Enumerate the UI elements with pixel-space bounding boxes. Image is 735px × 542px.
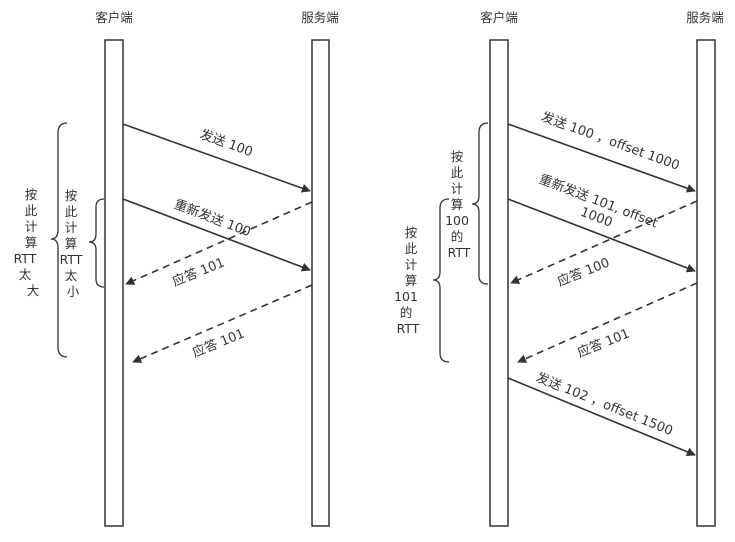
left-diagram: 客户端 服务端 发送 100 重新发送 100 应答 101 应答 101 按 … — [14, 10, 339, 527]
left-client-lifeline — [104, 39, 124, 527]
right-label-send-102: 发送 102 ，offset 1500 — [534, 370, 675, 440]
left-client-label: 客户端 — [95, 10, 133, 25]
right-arrow-send-100 — [507, 123, 696, 193]
right-upper-note: 按 此 计 算 100 的 RTT — [445, 149, 473, 260]
right-server-lifeline — [696, 39, 716, 527]
right-label-ack-101: 应答 101 — [575, 326, 632, 361]
left-server-label: 服务端 — [301, 10, 339, 25]
right-client-lifeline — [489, 39, 509, 527]
left-arrow-resend-100 — [122, 198, 311, 272]
left-arrow-ack-101-a — [125, 201, 313, 285]
right-arrow-send-102 — [507, 377, 696, 457]
left-outer-brace — [50, 122, 68, 358]
right-server-label: 服务端 — [686, 10, 724, 25]
left-arrow-send-100 — [122, 123, 311, 193]
right-lower-note: 按 此 计 算 101 的 RTT — [394, 225, 422, 336]
left-label-ack-101-a: 应答 101 — [170, 255, 227, 290]
right-arrow-resend-101 — [507, 198, 696, 273]
right-lower-brace — [432, 198, 450, 363]
left-server-lifeline — [311, 39, 330, 527]
right-label-send-100: 发送 100 ，offset 1000 — [539, 109, 682, 174]
right-diagram: 客户端 服务端 发送 100 ，offset 1000 重新发送 101, of… — [394, 10, 724, 527]
left-label-send-100: 发送 100 — [198, 126, 255, 160]
left-inner-brace — [88, 198, 105, 288]
left-outer-note: 按 此 计 算 RTT 太 大 — [14, 187, 42, 298]
right-client-label: 客户端 — [480, 10, 518, 25]
right-arrow-ack-100 — [510, 200, 698, 284]
left-label-ack-101-b: 应答 101 — [190, 326, 247, 361]
right-arrow-ack-101 — [517, 282, 698, 363]
left-arrow-ack-101-b — [132, 284, 313, 363]
right-upper-brace — [471, 122, 489, 285]
left-inner-note: 按 此 计 算 RTT 太 小 — [60, 188, 87, 299]
